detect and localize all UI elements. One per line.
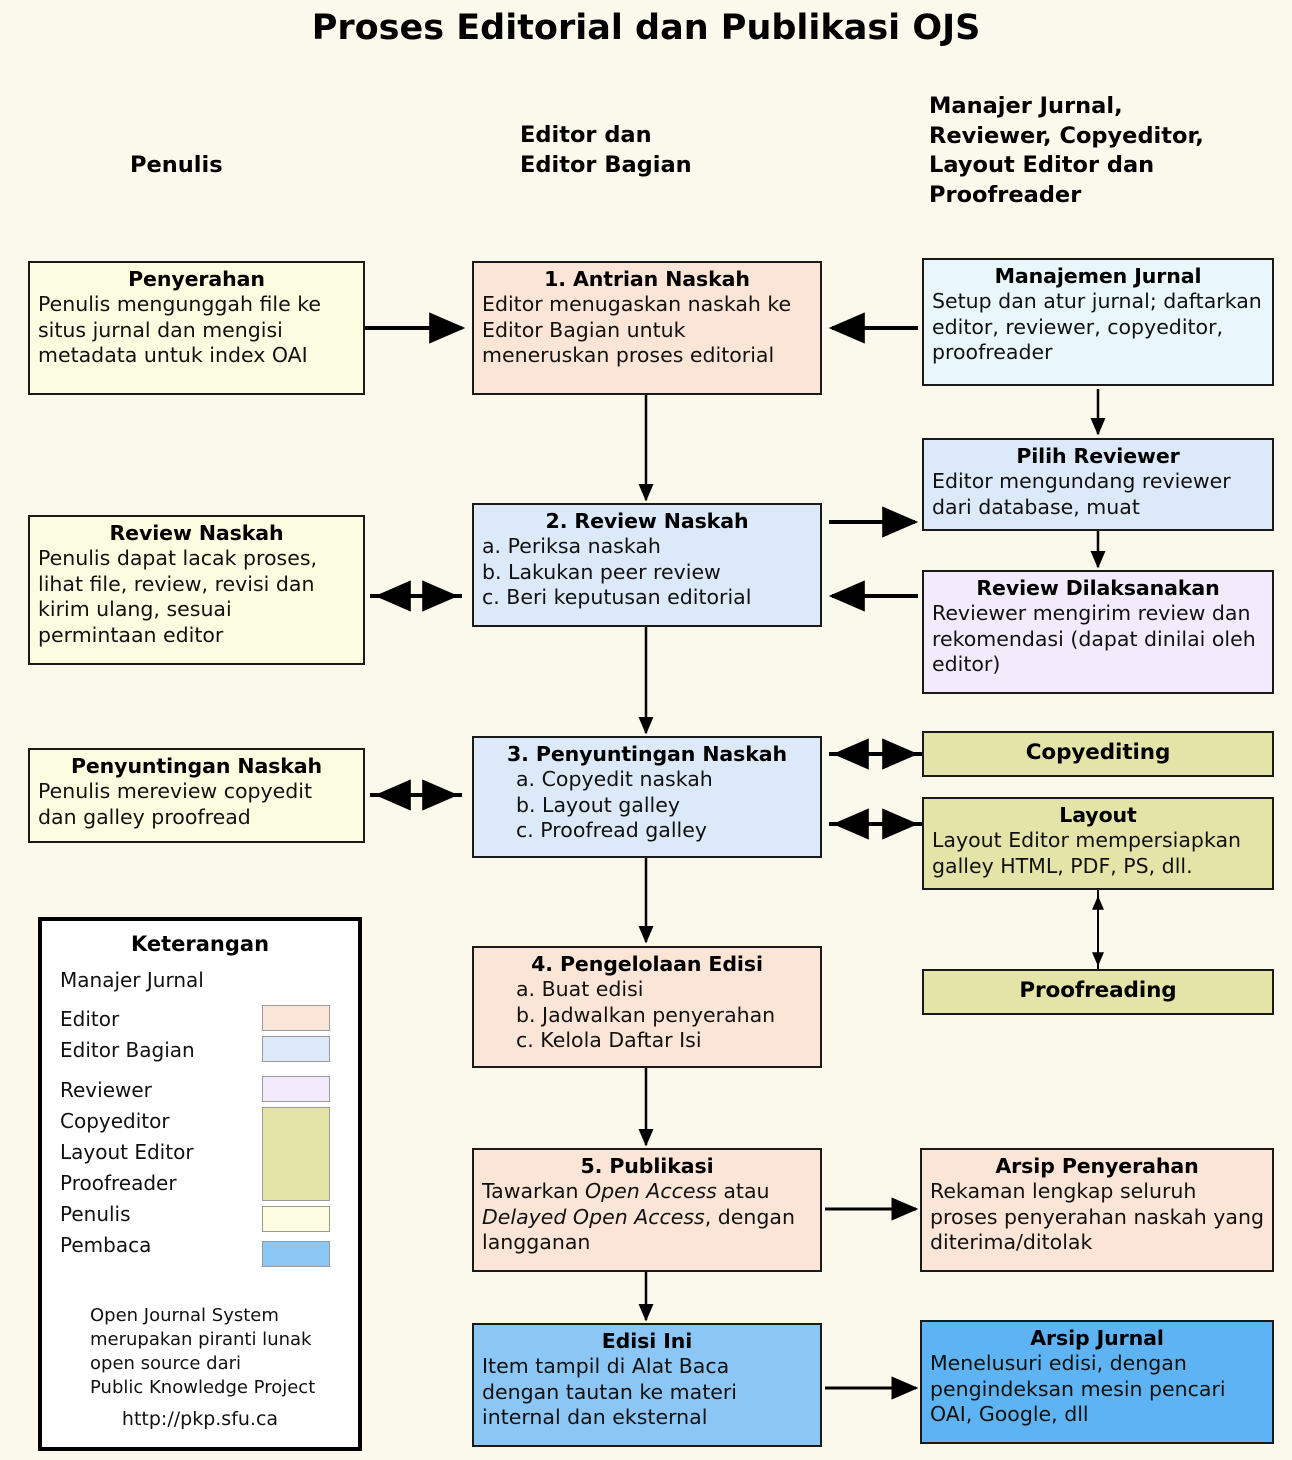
node-penyuntingan-naskah[interactable]: 3. Penyuntingan Naskah a. Copyedit naska…	[472, 736, 822, 858]
emphasis-text: Open Access	[585, 1179, 717, 1204]
node-body: Penulis dapat lacak proses, lihat file, …	[38, 546, 318, 647]
node-pengelolaan-edisi[interactable]: 4. Pengelolaan Edisi a. Buat edisi b. Ja…	[472, 946, 822, 1068]
node-review-naskah[interactable]: 2. Review Naskah a. Periksa naskah b. La…	[472, 503, 822, 627]
node-item-a: a. Periksa naskah	[482, 534, 661, 559]
node-item-c: c. Beri keputusan editorial	[482, 585, 752, 610]
node-body: Penulis mereview copyedit dan galley pro…	[38, 779, 313, 829]
node-penyuntingan-naskah-penulis[interactable]: Penyuntingan Naskah Penulis mereview cop…	[28, 748, 365, 843]
node-body: Layout Editor mempersiapkan galley HTML,…	[932, 828, 1242, 878]
legend-row-label: Reviewer	[60, 1078, 152, 1102]
node-body: Editor mengundang reviewer dari database…	[932, 469, 1231, 519]
column-heading-lainnya: Manajer Jurnal,Reviewer, Copyeditor,Layo…	[929, 93, 1204, 209]
node-title: Arsip Jurnal	[1030, 1326, 1164, 1350]
legend-row-label: Editor	[60, 1007, 120, 1031]
node-pilih-reviewer[interactable]: Pilih Reviewer Editor mengundang reviewe…	[922, 438, 1274, 531]
node-manajemen-jurnal[interactable]: Manajemen Jurnal Setup dan atur jurnal; …	[922, 258, 1274, 386]
node-arsip-penyerahan[interactable]: Arsip Penyerahan Rekaman lengkap seluruh…	[920, 1148, 1274, 1272]
node-publikasi[interactable]: 5. Publikasi Tawarkan Open Access atau D…	[472, 1148, 822, 1272]
node-body: Editor menugaskan naskah ke Editor Bagia…	[482, 292, 792, 368]
legend-row-label: Proofreader	[60, 1171, 177, 1195]
node-title: 1. Antrian Naskah	[544, 267, 750, 291]
node-item-a: a. Buat edisi	[516, 977, 644, 1002]
legend-row-label: Editor Bagian	[60, 1038, 195, 1062]
node-body: Item tampil di Alat Baca dengan tautan k…	[482, 1354, 737, 1430]
node-title: Penyuntingan Naskah	[70, 754, 323, 778]
legend-swatch-editor-bagian	[262, 1036, 330, 1062]
node-item-b: b. Jadwalkan penyerahan	[516, 1002, 776, 1027]
node-title: Manajemen Jurnal	[994, 264, 1202, 288]
node-penyerahan[interactable]: Penyerahan Penulis mengunggah file ke si…	[28, 261, 365, 395]
node-title: 4. Pengelolaan Edisi	[531, 952, 763, 976]
page-title: Proses Editorial dan Publikasi OJS	[311, 8, 981, 48]
node-title: Review Dilaksanakan	[976, 576, 1220, 600]
node-title: Copyediting	[1025, 740, 1171, 766]
node-body: Penulis mengunggah file ke situs jurnal …	[38, 292, 321, 368]
node-title: Proofreading	[1019, 978, 1177, 1004]
node-edisi-ini[interactable]: Edisi Ini Item tampil di Alat Baca denga…	[472, 1323, 822, 1447]
node-title: Arsip Penyerahan	[995, 1154, 1199, 1178]
legend-swatch-penulis	[262, 1206, 330, 1232]
node-body: Menelusuri edisi, dengan pengindeksan me…	[930, 1351, 1226, 1427]
legend-title: Keterangan	[130, 932, 270, 956]
node-title: Edisi Ini	[601, 1329, 693, 1353]
column-heading-penulis: Penulis	[130, 152, 223, 178]
node-body: Setup dan atur jurnal; daftarkan editor,…	[932, 289, 1262, 365]
node-title: 3. Penyuntingan Naskah	[507, 742, 787, 766]
node-item-c: c. Proofread galley	[516, 818, 707, 843]
node-title: Layout	[1059, 803, 1137, 827]
legend-row-label: Layout Editor	[60, 1140, 194, 1164]
legend-row-label: Penulis	[60, 1202, 131, 1226]
legend-url[interactable]: http://pkp.sfu.ca	[121, 1408, 279, 1430]
legend-swatch-copyeditor-layout-proofreader	[262, 1107, 330, 1201]
node-title: Review Naskah	[109, 521, 284, 545]
node-body: Tawarkan Open Access atau Delayed Open A…	[482, 1179, 795, 1255]
node-proofreading[interactable]: Proofreading	[922, 969, 1274, 1015]
node-copyediting[interactable]: Copyediting	[922, 731, 1274, 777]
node-body: Reviewer mengirim review dan rekomendasi…	[932, 601, 1256, 677]
node-title: 5. Publikasi	[580, 1154, 714, 1178]
node-review-naskah-penulis[interactable]: Review Naskah Penulis dapat lacak proses…	[28, 515, 365, 665]
node-layout[interactable]: Layout Layout Editor mempersiapkan galle…	[922, 797, 1274, 890]
node-antrian-naskah[interactable]: 1. Antrian Naskah Editor menugaskan nask…	[472, 261, 822, 395]
node-item-c: c. Kelola Daftar Isi	[516, 1028, 702, 1053]
node-item-b: b. Lakukan peer review	[482, 559, 721, 584]
node-title: Pilih Reviewer	[1016, 444, 1180, 468]
node-body: Rekaman lengkap seluruh proses penyeraha…	[930, 1179, 1264, 1255]
node-title: Penyerahan	[128, 267, 265, 291]
legend-row-label: Manajer Jurnal	[60, 968, 204, 992]
node-item-a: a. Copyedit naskah	[516, 767, 713, 792]
legend-row-label: Copyeditor	[60, 1109, 170, 1133]
legend-row-label: Pembaca	[60, 1233, 152, 1257]
legend-swatch-reviewer	[262, 1076, 330, 1102]
node-title: 2. Review Naskah	[545, 509, 749, 533]
legend-swatch-editor	[262, 1005, 330, 1031]
emphasis-text: Delayed Open Access	[482, 1204, 705, 1229]
node-item-b: b. Layout galley	[516, 792, 680, 817]
node-review-dilaksanakan[interactable]: Review Dilaksanakan Reviewer mengirim re…	[922, 570, 1274, 694]
node-arsip-jurnal[interactable]: Arsip Jurnal Menelusuri edisi, dengan pe…	[920, 1320, 1274, 1444]
legend-swatch-pembaca	[262, 1241, 330, 1267]
